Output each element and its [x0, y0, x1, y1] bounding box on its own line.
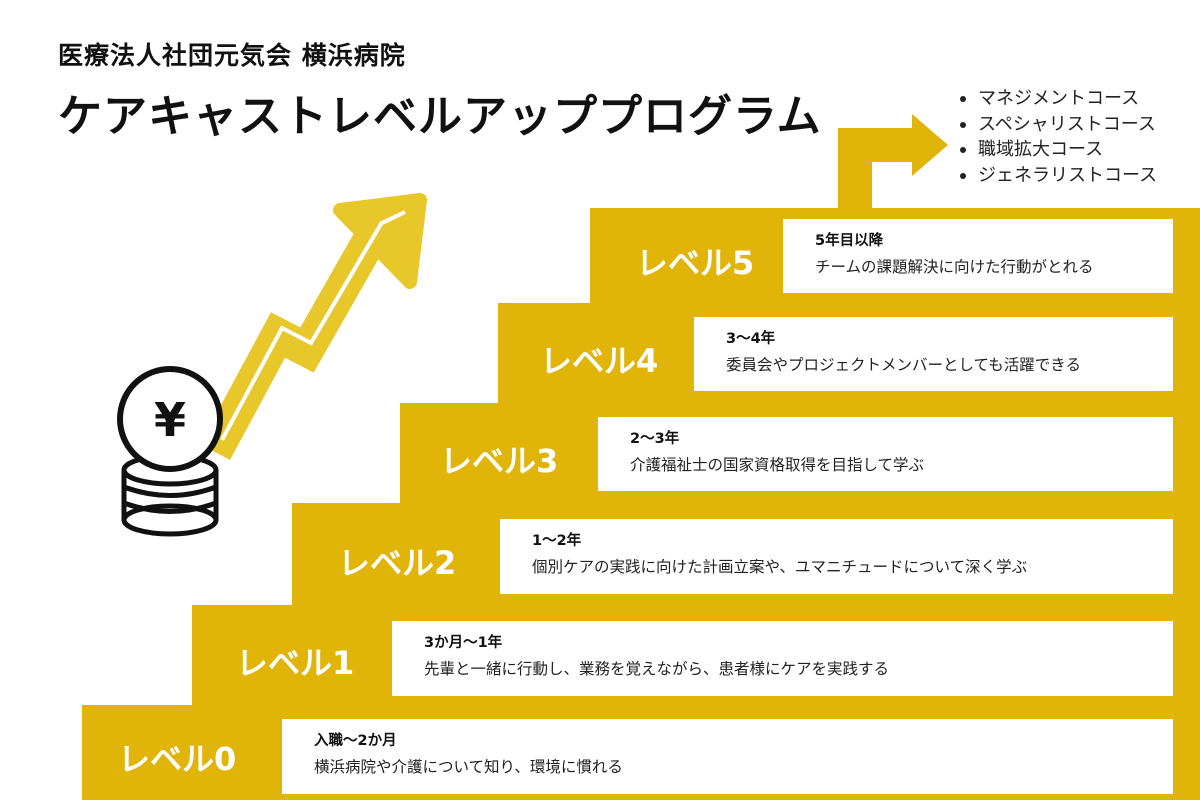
- level-label-3: レベル3: [440, 442, 559, 480]
- level-description: 横浜病院や介護について知り、環境に慣れる: [314, 758, 623, 776]
- level-card-5: 5年目以降 チームの課題解決に向けた行動がとれる: [783, 219, 1173, 293]
- course-item: スペシャリストコース: [958, 112, 1157, 138]
- course-item: ジェネラリストコース: [958, 163, 1157, 189]
- level-description: 介護福祉士の国家資格取得を目指して学ぶ: [630, 456, 925, 474]
- level-label-4: レベル4: [540, 342, 659, 380]
- level-card-0: 入職〜2か月 横浜病院や介護について知り、環境に慣れる: [282, 719, 1173, 794]
- level-label-2: レベル2: [338, 544, 457, 582]
- growth-arrow-icon: [200, 193, 427, 461]
- yen-symbol: ¥: [154, 393, 186, 447]
- level-period: 入職〜2か月: [314, 733, 397, 749]
- page-title: ケアキャストレベルアッププログラム: [58, 91, 822, 142]
- course-item: 職域拡大コース: [958, 137, 1157, 163]
- level-description: チームの課題解決に向けた行動がとれる: [815, 258, 1094, 276]
- level-label-1: レベル1: [236, 644, 355, 682]
- level-card-3: 2〜3年 介護福祉士の国家資格取得を目指して学ぶ: [598, 417, 1173, 491]
- course-list: マネジメントコース スペシャリストコース 職域拡大コース ジェネラリストコース: [958, 86, 1157, 188]
- level-description: 先輩と一緒に行動し、業務を覚えながら、患者様にケアを実践する: [424, 660, 890, 678]
- level-period: 3か月〜1年: [424, 635, 503, 651]
- level-description: 委員会やプロジェクトメンバーとしても活躍できる: [726, 356, 1081, 374]
- level-label-0: レベル0: [118, 740, 237, 778]
- level-label-5: レベル5: [636, 244, 755, 282]
- organization-name: 医療法人社団元気会 横浜病院: [58, 41, 406, 70]
- step-up-arrow-icon: [838, 114, 948, 208]
- level-card-4: 3〜4年 委員会やプロジェクトメンバーとしても活躍できる: [694, 317, 1173, 391]
- level-card-2: 1〜2年 個別ケアの実践に向けた計画立案や、ユマニチュードについて深く学ぶ: [500, 519, 1173, 594]
- level-description: 個別ケアの実践に向けた計画立案や、ユマニチュードについて深く学ぶ: [532, 558, 1028, 576]
- level-period: 1〜2年: [532, 533, 582, 549]
- level-card-1: 3か月〜1年 先輩と一緒に行動し、業務を覚えながら、患者様にケアを実践する: [392, 621, 1173, 696]
- yen-coin-icon: ¥: [117, 366, 223, 537]
- level-period: 2〜3年: [630, 431, 680, 447]
- level-period: 5年目以降: [815, 233, 884, 249]
- level-period: 3〜4年: [726, 331, 776, 347]
- course-item: マネジメントコース: [958, 86, 1157, 112]
